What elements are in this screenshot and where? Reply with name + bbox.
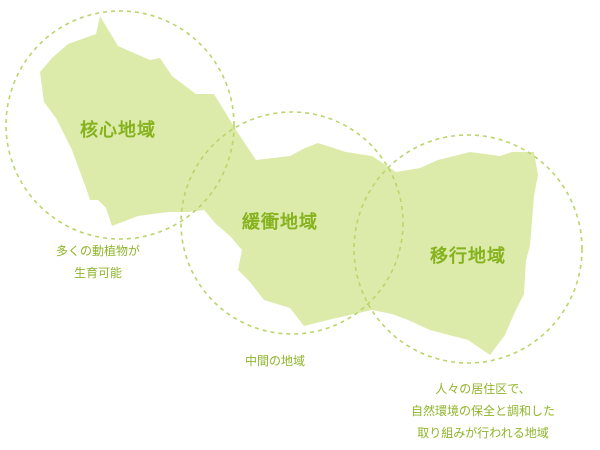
core-zone-title: 核心地域: [80, 120, 156, 141]
caption-line: 取り組みが行われる地域: [417, 426, 549, 440]
core-zone-circle: [5, 10, 235, 240]
caption-line: 生育可能: [73, 266, 123, 280]
core-zone-caption: 多くの動植物が 生育可能: [56, 240, 140, 284]
land-area: [40, 16, 538, 355]
transition-zone-caption: 人々の居住区で、 自然環境の保全と調和した 取り組みが行われる地域: [411, 378, 555, 444]
transition-zone-title: 移行地域: [430, 246, 506, 267]
caption-line: 人々の居住区で、: [435, 382, 531, 396]
buffer-zone-caption: 中間の地域: [245, 350, 305, 372]
caption-line: 多くの動植物が: [55, 244, 141, 258]
buffer-zone-circle: [180, 111, 404, 335]
caption-line: 中間の地域: [244, 354, 306, 368]
transition-zone-circle: [353, 134, 583, 364]
buffer-zone-title: 緩衝地域: [242, 212, 318, 233]
caption-line: 自然環境の保全と調和した: [410, 404, 556, 418]
